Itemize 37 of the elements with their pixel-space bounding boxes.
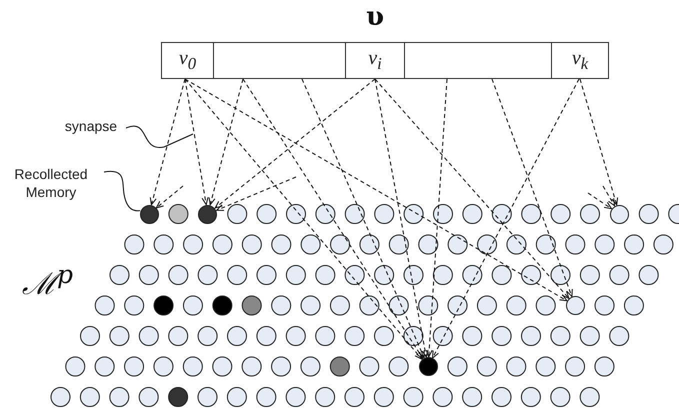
dashed-arrow: [602, 186, 616, 206]
dashed-arrow: [208, 78, 244, 206]
vector-element-cell: [161, 42, 214, 79]
neuron-circle: [198, 204, 218, 224]
dashed-arrow: [432, 78, 580, 359]
dotted-cell: [404, 42, 552, 79]
dashed-arrow: [184, 78, 568, 302]
vector-element-label: v$_{k}$: [572, 47, 588, 74]
synapse-label: synapse: [60, 118, 122, 136]
dashed-arrow: [580, 78, 618, 206]
neuron-circle: [140, 204, 158, 224]
dashed-arrow: [426, 78, 448, 358]
vector-element-cell: [345, 42, 405, 79]
dashed-arrow: [302, 78, 425, 358]
leader-line: [104, 170, 141, 212]
vector-element-cell: [551, 42, 609, 79]
leader-line: [126, 126, 194, 148]
vector-element-label: v$_{0}$: [178, 47, 196, 74]
dashed-arrow: [216, 176, 296, 211]
dashed-arrow: [374, 78, 428, 358]
dashed-arrow: [588, 192, 612, 210]
dashed-arrow: [214, 78, 376, 208]
dashed-arrow: [150, 78, 186, 206]
neuron-circle: [566, 296, 585, 315]
neuron-circle: [610, 204, 629, 224]
neuron-circle: [418, 357, 438, 376]
vector-element-label: v$_{i}$: [368, 47, 382, 74]
vector-title: υ: [364, 2, 386, 32]
dashed-arrow: [184, 78, 208, 206]
dashed-arrow: [242, 78, 424, 359]
dashed-arrow: [156, 186, 184, 208]
dashed-arrow: [184, 78, 422, 360]
dotted-cell: [213, 42, 346, 79]
dashed-arrow: [492, 78, 573, 298]
memory-label: ℳ$^{p}$: [22, 262, 74, 300]
dashed-arrow: [374, 78, 570, 299]
callout-label: Recollected Memory: [2, 166, 100, 201]
